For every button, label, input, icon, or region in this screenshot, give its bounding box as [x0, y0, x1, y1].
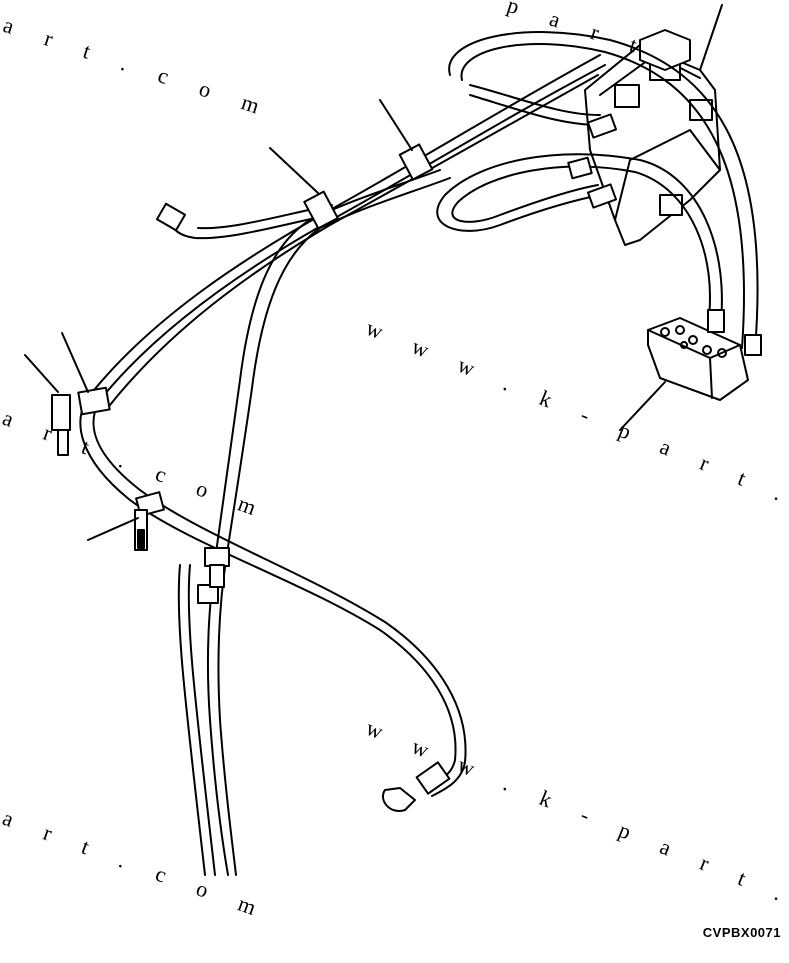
hose-clamps: [77, 143, 434, 567]
valve-fittings: [567, 113, 762, 356]
leader-lines: [24, 99, 413, 541]
junction-block: [619, 317, 749, 431]
valve-loop-hoses: [436, 31, 759, 351]
drawing-code: CVPBX0071: [702, 925, 781, 940]
control-valve-block: [584, 4, 723, 246]
main-hose-bundle: [79, 54, 606, 876]
hose-fittings: [51, 202, 451, 812]
